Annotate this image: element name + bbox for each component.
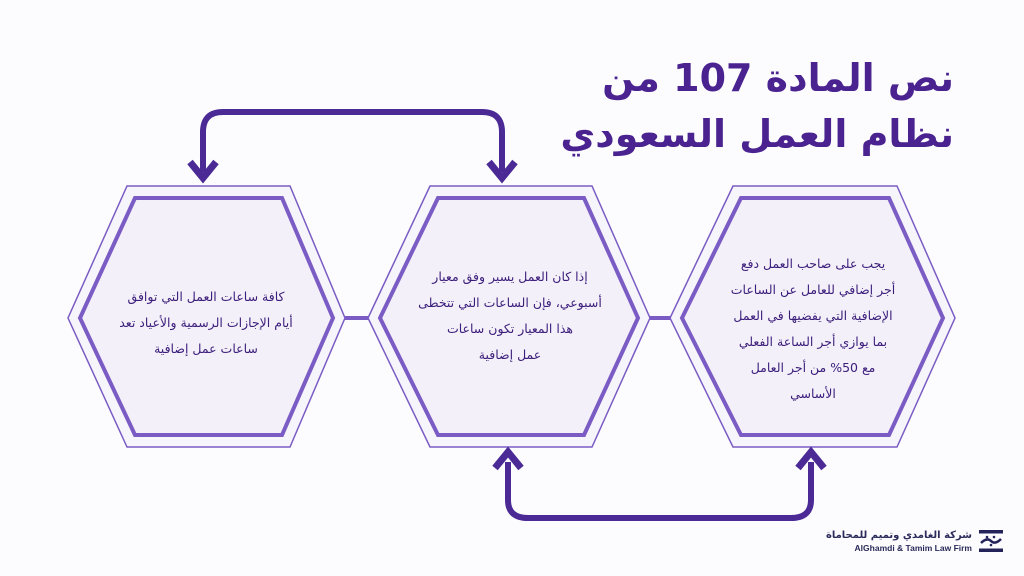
title-line-2: نظام العمل السعودي [560, 112, 954, 156]
hex-left-line: أيام الإجازات الرسمية والأعياد تعد [119, 315, 293, 330]
logo-mark-icon [979, 530, 1003, 552]
hex-middle-line: إذا كان العمل يسير وفق معيار [432, 269, 588, 284]
hexagon-middle [367, 185, 651, 448]
firm-logo: شركة الغامدي وتميم للمحاماة AlGhamdi & T… [826, 528, 1004, 554]
hex-right-line: مع 50% من أجر العامل [750, 360, 876, 375]
title-line-1: نص المادة 107 من [602, 56, 954, 100]
hex-left-line: ساعات عمل إضافية [154, 341, 258, 356]
logo-arabic-name: شركة الغامدي وتميم للمحاماة [825, 529, 972, 541]
hex-middle-line: عمل إضافية [478, 347, 542, 362]
page-title: نص المادة 107 من نظام العمل السعودي [494, 50, 954, 162]
hex-middle-line: هذا المعيار تكون ساعات [446, 321, 574, 336]
hexagon-right [669, 185, 956, 448]
hex-left-line: كافة ساعات العمل التي توافق [127, 289, 285, 304]
hex-right-line: الأساسي [790, 386, 836, 401]
hexagon-left [67, 185, 346, 448]
bottom-double-arrow [492, 446, 827, 521]
hex-right-line: بما يوازي أجر الساعة الفعلي [738, 334, 888, 349]
hexagon-right-text: يجب على صاحب العمل دفع أجر إضافي للعامل … [693, 251, 933, 407]
hex-right-line: يجب على صاحب العمل دفع [740, 256, 886, 271]
logo-english-name: AlGhamdi & Tamim Law Firm [854, 542, 972, 553]
hex-middle-line: أسبوعي، فإن الساعات التي تتخطى [418, 295, 602, 310]
logo-text: شركة الغامدي وتميم للمحاماة AlGhamdi & T… [826, 529, 972, 554]
hexagon-left-text: كافة ساعات العمل التي توافق أيام الإجازا… [86, 284, 326, 362]
hex-right-line: أجر إضافي للعامل عن الساعات [730, 282, 896, 297]
top-double-arrow [187, 109, 518, 184]
hex-right-line: الإضافية التي يفضيها في العمل [733, 308, 893, 323]
hexagon-middle-text: إذا كان العمل يسير وفق معيار أسبوعي، فإن… [390, 264, 630, 368]
